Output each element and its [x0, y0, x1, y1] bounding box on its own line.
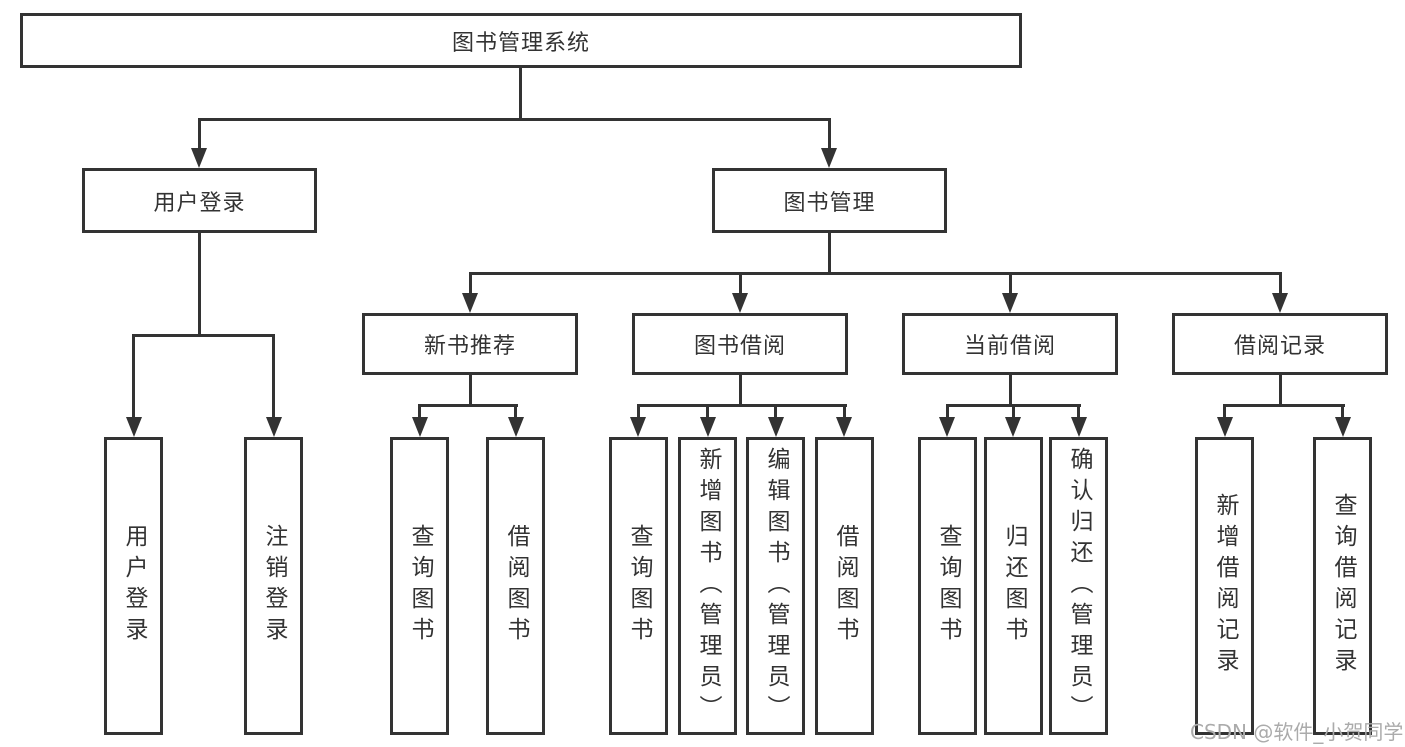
- node-new-book-recommendation: 新书推荐: [362, 313, 578, 375]
- arrowhead-down-icon: [1071, 417, 1087, 437]
- leaf-user-login: 用户登录: [104, 437, 163, 735]
- node-label: 用户登录: [121, 524, 147, 648]
- node-label: 图书借阅: [693, 334, 786, 359]
- leaf-borrow-books-borrowing: 借阅图书: [815, 437, 874, 735]
- node-label: 新书推荐: [423, 334, 516, 359]
- arrowhead-down-icon: [700, 417, 716, 437]
- node-label: 借阅图书: [503, 524, 529, 648]
- node-label: 查询图书: [626, 524, 652, 648]
- csdn-watermark: CSDN @软件_小贺同学: [1190, 720, 1404, 744]
- node-label: 用户登录: [153, 190, 246, 216]
- leaf-query-books-current: 查询图书: [918, 437, 977, 735]
- arrowhead-down-icon: [732, 293, 748, 313]
- arrowhead-down-icon: [768, 417, 784, 437]
- node-label: 编辑图书（管理员）: [763, 446, 789, 726]
- leaf-edit-book-admin: 编辑图书（管理员）: [746, 437, 805, 735]
- arrowhead-down-icon: [630, 417, 646, 437]
- node-label: 确认归还（管理员）: [1066, 446, 1092, 726]
- node-label: 借阅记录: [1233, 334, 1326, 359]
- node-book-management: 图书管理: [712, 168, 947, 233]
- node-label: 借阅图书: [832, 524, 858, 648]
- node-label: 归还图书: [1001, 524, 1027, 648]
- leaf-add-borrow-record: 新增借阅记录: [1195, 437, 1254, 735]
- leaf-query-borrow-record: 查询借阅记录: [1313, 437, 1372, 735]
- arrowhead-down-icon: [1005, 417, 1021, 437]
- leaf-return-books: 归还图书: [984, 437, 1043, 735]
- node-label: 图书管理: [783, 190, 876, 216]
- arrowhead-down-icon: [508, 417, 524, 437]
- arrowhead-down-icon: [821, 148, 837, 168]
- arrowhead-down-icon: [939, 417, 955, 437]
- node-label: 图书管理系统: [451, 30, 590, 56]
- node-library-management-system: 图书管理系统: [20, 13, 1022, 68]
- leaf-confirm-return-admin: 确认归还（管理员）: [1049, 437, 1108, 735]
- leaf-add-book-admin: 新增图书（管理员）: [678, 437, 737, 735]
- node-label: 注销登录: [261, 524, 287, 648]
- node-label: 新增图书（管理员）: [695, 446, 721, 726]
- arrowhead-down-icon: [1217, 417, 1233, 437]
- node-label: 查询图书: [935, 524, 961, 648]
- node-label: 当前借阅: [963, 334, 1056, 359]
- leaf-borrow-books-recommend: 借阅图书: [486, 437, 545, 735]
- leaf-logout: 注销登录: [244, 437, 303, 735]
- node-user-login: 用户登录: [82, 168, 317, 233]
- leaf-query-books-recommend: 查询图书: [390, 437, 449, 735]
- node-book-borrowing: 图书借阅: [632, 313, 848, 375]
- arrowhead-down-icon: [836, 417, 852, 437]
- node-current-borrowing: 当前借阅: [902, 313, 1118, 375]
- arrowhead-down-icon: [126, 417, 142, 437]
- arrowhead-down-icon: [266, 417, 282, 437]
- node-label: 查询借阅记录: [1330, 493, 1356, 679]
- arrowhead-down-icon: [1335, 417, 1351, 437]
- arrowhead-down-icon: [462, 293, 478, 313]
- arrowhead-down-icon: [1272, 293, 1288, 313]
- arrowhead-down-icon: [412, 417, 428, 437]
- node-label: 查询图书: [407, 524, 433, 648]
- arrowhead-down-icon: [1002, 293, 1018, 313]
- leaf-query-books-borrowing: 查询图书: [609, 437, 668, 735]
- node-label: 新增借阅记录: [1212, 493, 1238, 679]
- node-borrowing-records: 借阅记录: [1172, 313, 1388, 375]
- arrowhead-down-icon: [191, 148, 207, 168]
